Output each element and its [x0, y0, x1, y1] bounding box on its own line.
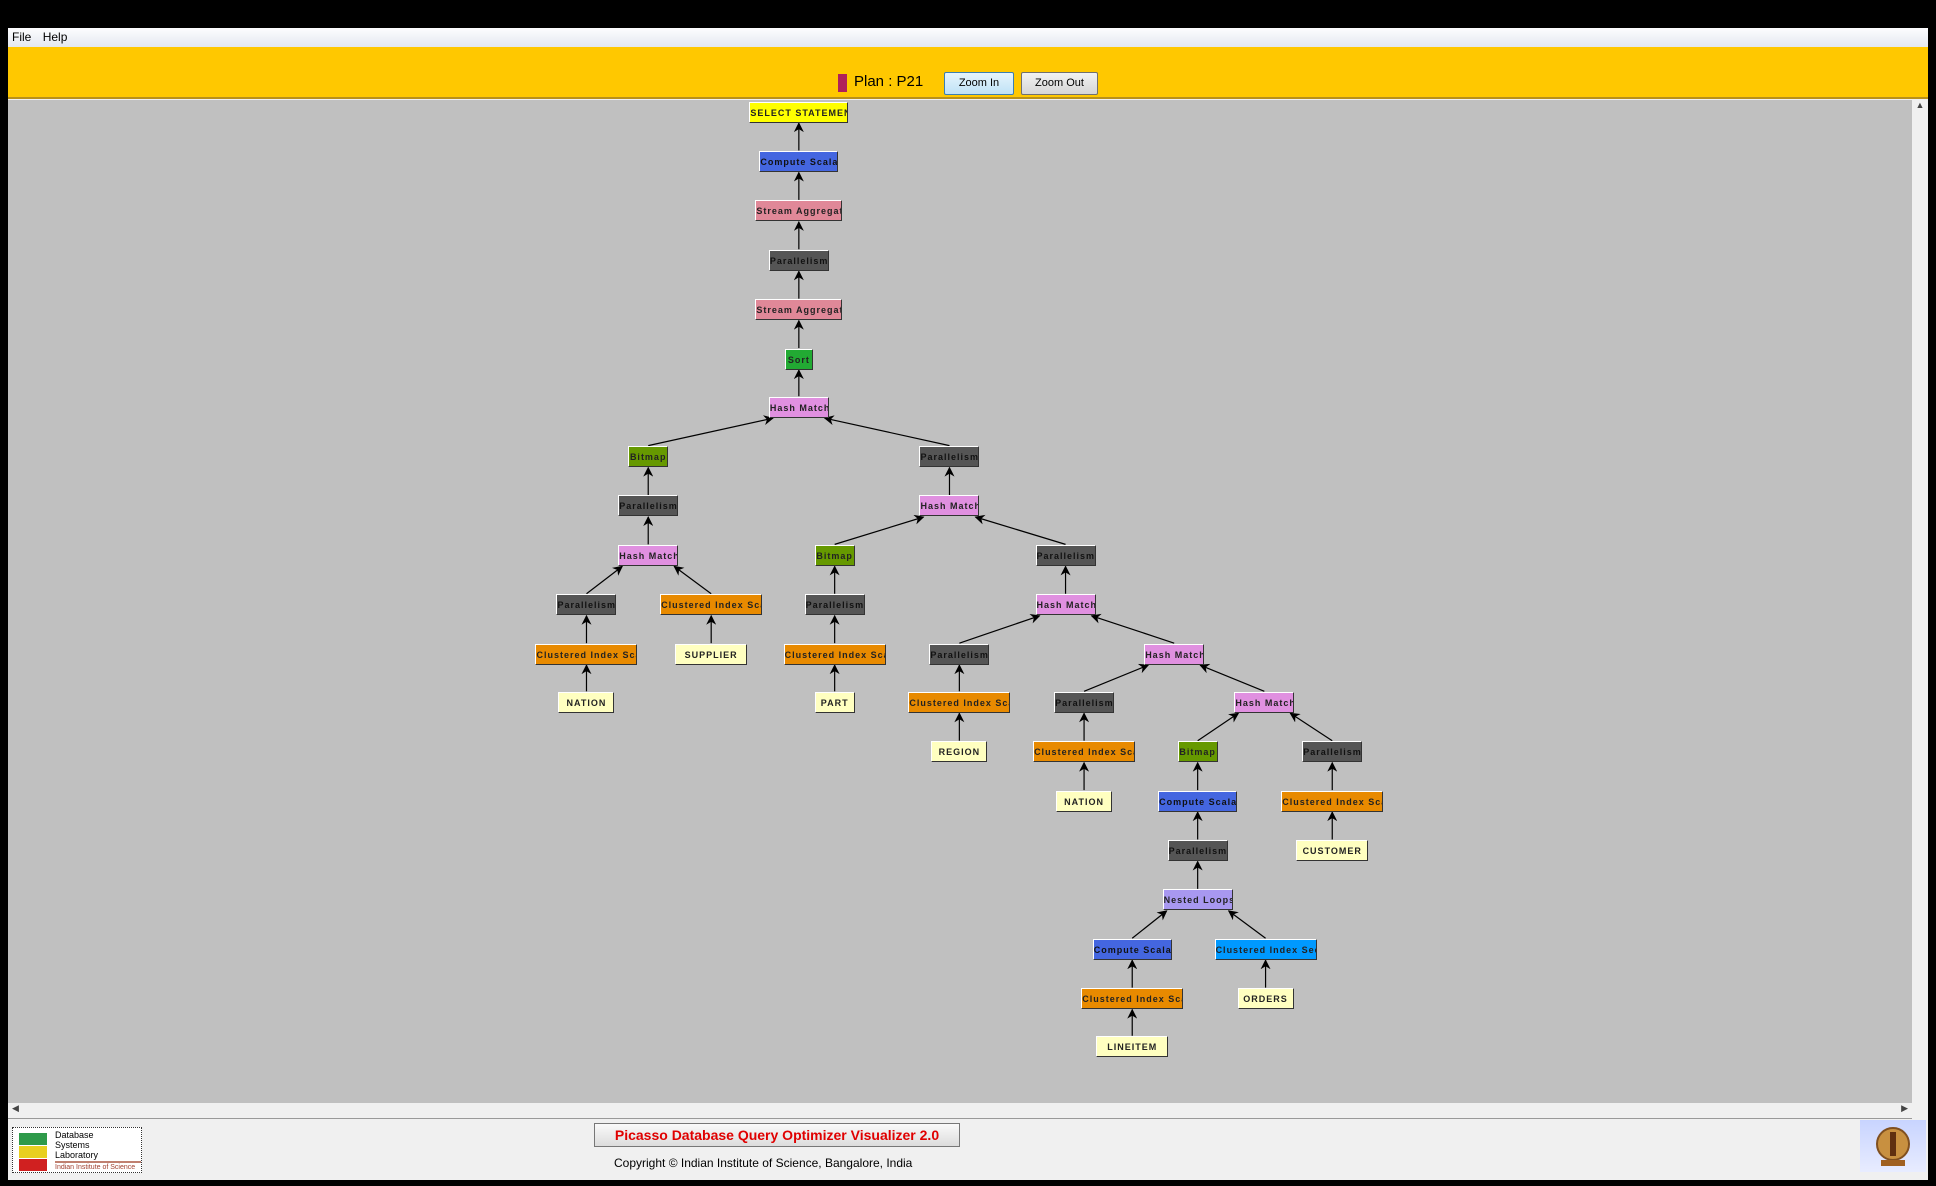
plan-node-parallelism[interactable]: Parallelism [1054, 691, 1115, 713]
plan-node-parallelism[interactable]: Parallelism [804, 594, 865, 616]
plan-node-bitmap[interactable]: Bitmap [628, 446, 669, 468]
vertical-scrollbar[interactable]: ▲ [1912, 100, 1928, 1131]
plan-node-clustered-index-scan[interactable]: Clustered Index Scan [1033, 741, 1136, 763]
plan-node-parallelism[interactable]: Parallelism [618, 495, 679, 517]
zoom-in-button[interactable]: Zoom In [944, 72, 1014, 95]
plan-node-clustered-index-scan[interactable]: Clustered Index Scan [783, 643, 886, 665]
plan-node-bitmap[interactable]: Bitmap [814, 544, 855, 566]
logo-sub: Indian Institute of Science [55, 1161, 141, 1173]
plan-node-parallelism[interactable]: Parallelism [1167, 839, 1228, 861]
plan-node-region[interactable]: REGION [931, 741, 988, 763]
plan-edge [1090, 613, 1175, 644]
plan-node-compute-scalar[interactable]: Compute Scalar [759, 151, 839, 172]
dsl-logo: Database Systems Laboratory Indian Insti… [12, 1127, 142, 1173]
plan-node-supplier[interactable]: SUPPLIER [675, 643, 748, 665]
plan-node-stream-aggregate[interactable]: Stream Aggregate [755, 200, 843, 222]
plan-edge [1199, 663, 1265, 692]
menu-file[interactable]: File [12, 30, 32, 44]
iisc-emblem-icon [1860, 1120, 1926, 1172]
plan-node-clustered-index-scan[interactable]: Clustered Index Scan [1081, 988, 1184, 1010]
plan-node-hash-match[interactable]: Hash Match [919, 495, 980, 517]
plan-edge [959, 613, 1041, 644]
plan-node-compute-scalar[interactable]: Compute Scalar [1092, 938, 1172, 960]
plan-edge [1197, 712, 1240, 742]
plan-node-parallelism[interactable]: Parallelism [1035, 544, 1096, 566]
plan-edge [1131, 910, 1168, 939]
plan-edge [586, 565, 624, 595]
plan-node-lineitem[interactable]: LINEITEM [1096, 1036, 1169, 1058]
picasso-window: File Help Plan : P21 Zoom In Zoom Out SE… [8, 28, 1928, 1180]
copyright-text: Copyright © Indian Institute of Science,… [614, 1156, 913, 1170]
plan-node-hash-match[interactable]: Hash Match [1144, 643, 1205, 665]
plan-color-swatch [838, 74, 847, 92]
plan-node-part[interactable]: PART [814, 691, 855, 713]
plan-node-hash-match[interactable]: Hash Match [1234, 691, 1295, 713]
app-title-button[interactable]: Picasso Database Query Optimizer Visuali… [594, 1123, 960, 1147]
plan-edge [1083, 663, 1150, 692]
plan-edge [1227, 910, 1266, 939]
plan-node-nation[interactable]: NATION [558, 691, 615, 713]
plan-toolbar: Plan : P21 Zoom In Zoom Out [8, 47, 1928, 99]
plan-node-compute-scalar[interactable]: Compute Scalar [1158, 790, 1238, 812]
footer: Database Systems Laboratory Indian Insti… [8, 1120, 1928, 1180]
plan-node-hash-match[interactable]: Hash Match [1035, 594, 1096, 616]
plan-edges [581, 122, 1338, 1036]
plan-node-nested-loops[interactable]: Nested Loops [1162, 889, 1233, 911]
plan-node-clustered-index-scan[interactable]: Clustered Index Scan [908, 691, 1011, 713]
menu-bar: File Help [8, 28, 1928, 47]
plan-edge [673, 565, 712, 595]
plan-edge [974, 514, 1066, 545]
plan-node-parallelism[interactable]: Parallelism [768, 249, 829, 271]
plan-node-select-statement[interactable]: SELECT STATEMENT [749, 101, 849, 123]
plan-node-stream-aggregate[interactable]: Stream Aggregate [755, 299, 843, 321]
plan-node-orders[interactable]: ORDERS [1237, 988, 1294, 1010]
plan-edge [1289, 712, 1333, 742]
plan-edge [834, 514, 925, 545]
plan-node-clustered-index-scan[interactable]: Clustered Index Scan [660, 594, 763, 616]
plan-node-bitmap[interactable]: Bitmap [1177, 741, 1218, 763]
zoom-out-button[interactable]: Zoom Out [1021, 72, 1098, 95]
plan-node-parallelism[interactable]: Parallelism [1302, 741, 1363, 763]
plan-node-nation[interactable]: NATION [1056, 790, 1113, 812]
plan-node-parallelism[interactable]: Parallelism [556, 594, 617, 616]
plan-node-clustered-index-seek[interactable]: Clustered Index Seek [1214, 938, 1317, 960]
logo-line-1: Database [55, 1130, 94, 1140]
logo-line-3: Laboratory [55, 1150, 99, 1160]
menu-help[interactable]: Help [42, 30, 68, 44]
plan-node-customer[interactable]: CUSTOMER [1296, 839, 1369, 861]
plan-node-clustered-index-scan[interactable]: Clustered Index Scan [535, 643, 638, 665]
plan-node-parallelism[interactable]: Parallelism [929, 643, 990, 665]
logo-line-2: Systems [55, 1140, 90, 1150]
plan-edge [823, 415, 950, 447]
plan-edge [648, 415, 774, 447]
plan-label: Plan : P21 [854, 73, 924, 90]
plan-node-clustered-index-scan[interactable]: Clustered Index Scan [1281, 790, 1384, 812]
plan-node-hash-match[interactable]: Hash Match [768, 396, 829, 418]
horizontal-scrollbar[interactable]: ◀▶ [8, 1103, 1912, 1119]
plan-node-hash-match[interactable]: Hash Match [618, 544, 679, 566]
plan-node-sort[interactable]: Sort [784, 348, 813, 370]
plan-node-parallelism[interactable]: Parallelism [919, 446, 980, 468]
